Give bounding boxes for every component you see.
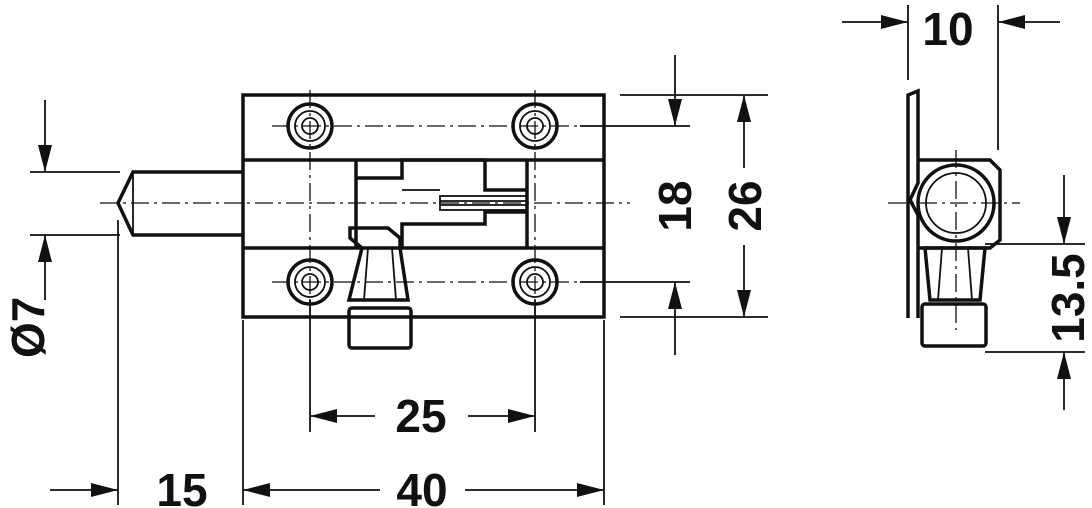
knob-line-right [391, 247, 397, 301]
front-view [100, 90, 630, 350]
side-height-label: 13.5 [1042, 253, 1092, 343]
front-dimensions: Ø7 15 40 25 18 [2, 55, 771, 508]
side-width-label: 10 [922, 3, 973, 55]
hole-spacing-label: 25 [395, 390, 446, 442]
pin-diameter-label: Ø7 [2, 297, 54, 358]
slider-upper [356, 158, 527, 192]
bolt-knob [346, 226, 411, 302]
pin-projection-label: 15 [156, 464, 207, 508]
side-base-plate [906, 88, 920, 318]
bolt-knob-tip [347, 306, 413, 350]
knob-line-left [363, 247, 369, 301]
base-plate [241, 93, 606, 319]
base-height-label: 26 [719, 180, 771, 231]
side-knob-tip [920, 302, 988, 348]
hole-distance-label: 18 [649, 180, 701, 231]
slider-lower [400, 210, 527, 248]
base-length-label: 40 [396, 464, 447, 508]
side-knob [923, 246, 987, 302]
side-dimensions: 10 13.5 [842, 3, 1092, 410]
side-view [888, 88, 1020, 348]
